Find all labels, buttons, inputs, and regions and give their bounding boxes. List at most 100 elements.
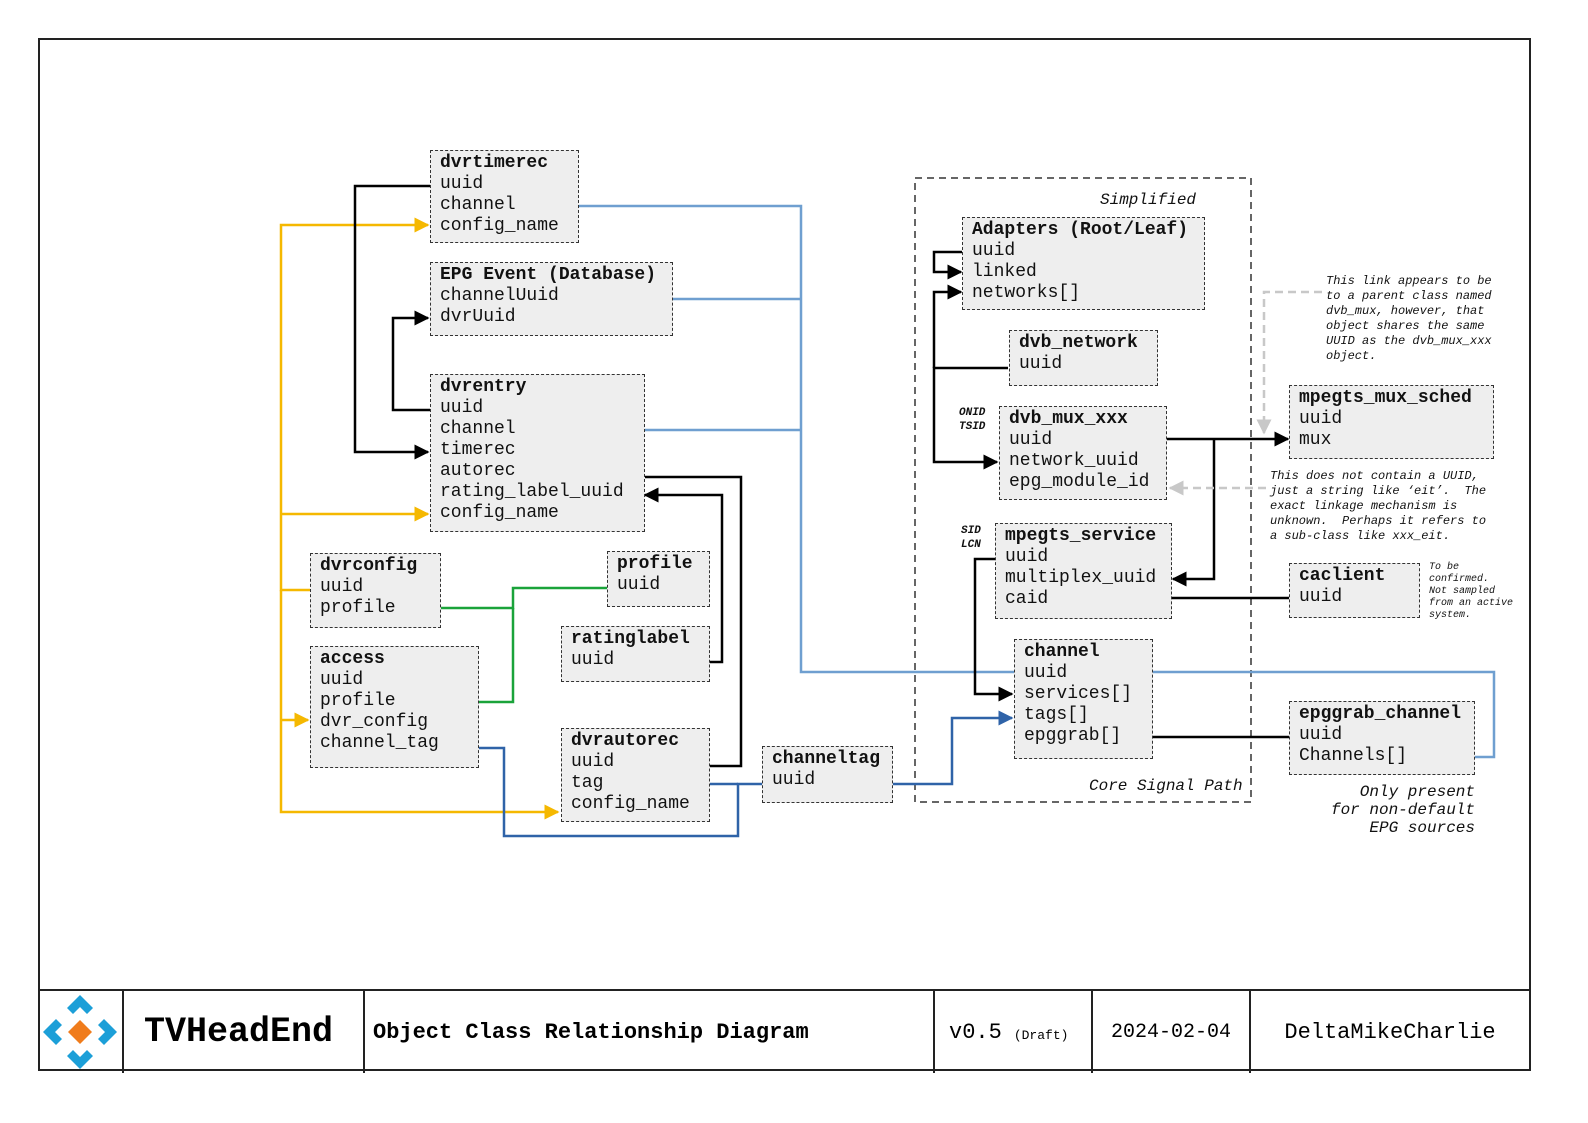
date-cell: 2024-02-04 [1093, 991, 1251, 1073]
field-config-name: config_name [440, 503, 559, 523]
box-title: channeltag [772, 749, 881, 769]
field-tags: tags[] [1024, 705, 1089, 725]
field-rating-label-uuid: rating_label_uuid [440, 482, 624, 502]
field-profile: profile [320, 598, 396, 618]
core-signal-path-region [914, 177, 1252, 803]
field-config-name: config_name [571, 794, 690, 814]
box-title: mpegts_service [1005, 526, 1157, 546]
mpegts-service-box: mpegts_service uuid multiplex_uuid caid [995, 523, 1172, 619]
onid-tsid-label: ONID TSID [959, 407, 986, 433]
box-title: dvrtimerec [440, 153, 549, 173]
version: v0.5 [949, 1019, 1002, 1045]
diagram-title-cell: Object Class Relationship Diagram [365, 991, 935, 1073]
field-uuid: uuid [320, 670, 364, 690]
author: DeltaMikeCharlie [1284, 1019, 1496, 1045]
field-epg-module-id: epg_module_id [1009, 472, 1150, 492]
author-cell: DeltaMikeCharlie [1251, 991, 1529, 1073]
field-autorec: autorec [440, 461, 516, 481]
box-title: dvrconfig [320, 556, 418, 576]
dvrconfig-box: dvrconfig uuid profile [310, 553, 441, 628]
epg-event-box: EPG Event (Database) channelUuid dvrUuid [430, 262, 673, 336]
field-uuid: uuid [1299, 409, 1343, 429]
adapters-box: Adapters (Root/Leaf) uuid linked network… [962, 217, 1205, 310]
box-title: epggrab_channel [1299, 704, 1462, 724]
field-uuid: uuid [440, 174, 484, 194]
app-name: TVHeadEnd [144, 1012, 334, 1052]
field-uuid: uuid [440, 398, 484, 418]
parent-class-note: This link appears to be to a parent clas… [1326, 274, 1492, 363]
field-config-name: config_name [440, 216, 559, 236]
app-name-cell: TVHeadEnd [124, 991, 365, 1073]
access-box: access uuid profile dvr_config channel_t… [310, 646, 479, 768]
field-uuid: uuid [617, 575, 661, 595]
field-dvr-uuid: dvrUuid [440, 307, 516, 327]
tvheadend-logo-icon [43, 995, 117, 1069]
dvb-network-box: dvb_network uuid [1009, 330, 1158, 386]
field-multiplex-uuid: multiplex_uuid [1005, 568, 1157, 588]
box-title: Adapters (Root/Leaf) [972, 220, 1189, 240]
field-uuid: uuid [972, 241, 1016, 261]
date: 2024-02-04 [1110, 1020, 1232, 1044]
field-uuid: uuid [772, 770, 816, 790]
field-channel: channel [440, 419, 516, 439]
box-title: ratinglabel [571, 629, 690, 649]
caclient-box: caclient uuid [1289, 563, 1420, 618]
diagram-frame [38, 38, 1531, 1071]
only-present-note: Only present for non-default EPG sources [1330, 783, 1475, 837]
field-channels: Channels[] [1299, 746, 1408, 766]
field-uuid: uuid [571, 752, 615, 772]
field-uuid: uuid [1299, 725, 1343, 745]
field-uuid: uuid [320, 577, 364, 597]
field-uuid: uuid [1299, 587, 1343, 607]
simplified-label: Simplified [1100, 191, 1197, 209]
channel-box: channel uuid services[] tags[] epggrab[] [1014, 639, 1153, 759]
field-tag: tag [571, 773, 604, 793]
field-channel: channel [440, 195, 516, 215]
dvrtimerec-box: dvrtimerec uuid channel config_name [430, 150, 579, 243]
field-uuid: uuid [1005, 547, 1049, 567]
field-network-uuid: network_uuid [1009, 451, 1139, 471]
field-channel-uuid: channelUuid [440, 286, 559, 306]
field-uuid: uuid [1019, 354, 1063, 374]
dvb-mux-box: dvb_mux_xxx uuid network_uuid epg_module… [999, 406, 1167, 500]
field-epggrab: epggrab[] [1024, 726, 1122, 746]
field-mux: mux [1299, 430, 1332, 450]
field-services: services[] [1024, 684, 1133, 704]
box-title: caclient [1299, 566, 1386, 586]
logo-cell [38, 991, 124, 1073]
field-channel-tag: channel_tag [320, 733, 439, 753]
channeltag-box: channeltag uuid [762, 746, 893, 803]
field-linked: linked [972, 262, 1037, 282]
title-block: TVHeadEnd Object Class Relationship Diag… [38, 989, 1531, 1073]
to-be-confirmed-note: To be confirmed. Not sampled from an act… [1429, 562, 1514, 621]
box-title: mpegts_mux_sched [1299, 388, 1472, 408]
box-title: EPG Event (Database) [440, 265, 657, 285]
ratinglabel-box: ratinglabel uuid [561, 626, 710, 682]
profile-box: profile uuid [607, 551, 710, 607]
box-title: access [320, 649, 385, 669]
box-title: dvb_network [1019, 333, 1138, 353]
field-timerec: timerec [440, 440, 516, 460]
version-cell: v0.5 (Draft) [935, 991, 1093, 1073]
version-status: (Draft) [1013, 1027, 1069, 1043]
no-uuid-note: This does not contain a UUID, just a str… [1270, 469, 1487, 543]
field-caid: caid [1005, 589, 1049, 609]
field-profile: profile [320, 691, 396, 711]
uncertain-links [1168, 290, 1322, 496]
box-title: channel [1024, 642, 1100, 662]
dvrautorec-box: dvrautorec uuid tag config_name [561, 728, 710, 822]
box-title: dvrautorec [571, 731, 680, 751]
diagram-title: Object Class Relationship Diagram [373, 1019, 809, 1045]
field-dvr-config: dvr_config [320, 712, 429, 732]
field-uuid: uuid [1024, 663, 1068, 683]
core-signal-path-label: Core Signal Path [1089, 777, 1243, 795]
mpegts-mux-sched-box: mpegts_mux_sched uuid mux [1289, 385, 1494, 459]
epggrab-channel-box: epggrab_channel uuid Channels[] [1289, 701, 1475, 775]
channeltag-links [451, 710, 1014, 838]
box-title: profile [617, 554, 693, 574]
box-title: dvrentry [440, 377, 527, 397]
box-title: dvb_mux_xxx [1009, 409, 1128, 429]
field-uuid: uuid [571, 650, 615, 670]
field-uuid: uuid [1009, 430, 1053, 450]
